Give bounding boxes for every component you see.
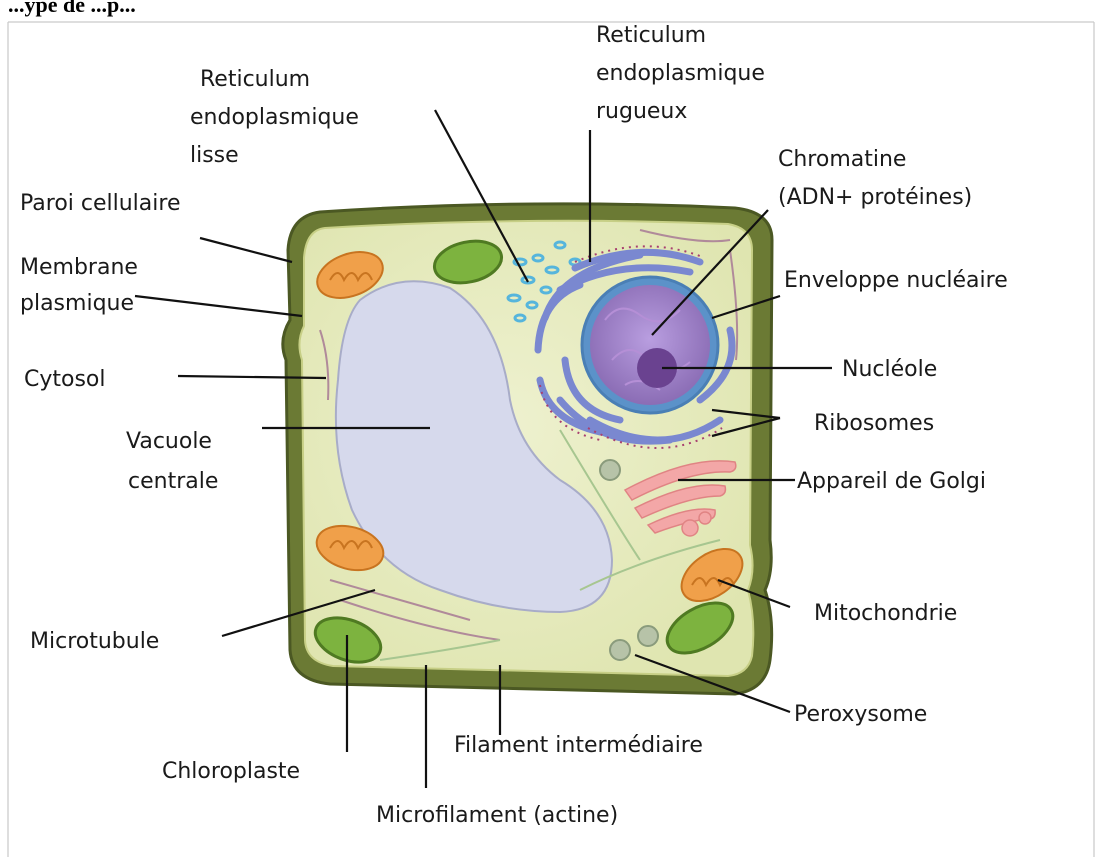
label-nucleolus: Nucléole <box>842 357 937 382</box>
label-central-vacuole: Vacuole centrale <box>126 429 219 494</box>
label-intermediate-filament: Filament intermédiaire <box>454 733 703 758</box>
nucleus <box>590 285 710 405</box>
label-ribosomes: Ribosomes <box>814 411 934 436</box>
label-cell-wall: Paroi cellulaire <box>20 191 181 216</box>
label-chromatin: Chromatine (ADN+ protéines) <box>778 147 972 210</box>
label-golgi: Appareil de Golgi <box>797 469 986 494</box>
label-chloroplast: Chloroplaste <box>162 759 300 784</box>
label-microtubule: Microtubule <box>30 629 159 654</box>
label-smooth-er: Reticulum endoplasmique lisse <box>190 67 366 168</box>
label-cytosol: Cytosol <box>24 367 106 392</box>
label-microfilament: Microfilament (actine) <box>376 803 618 828</box>
label-rough-er: Reticulum endoplasmique rugueux <box>596 23 772 124</box>
label-mitochondria: Mitochondrie <box>814 601 957 626</box>
label-plasma-membrane: Membrane plasmique <box>20 255 145 316</box>
label-nuclear-envelope: Enveloppe nucléaire <box>784 268 1008 293</box>
label-peroxisome: Peroxysome <box>794 702 927 727</box>
